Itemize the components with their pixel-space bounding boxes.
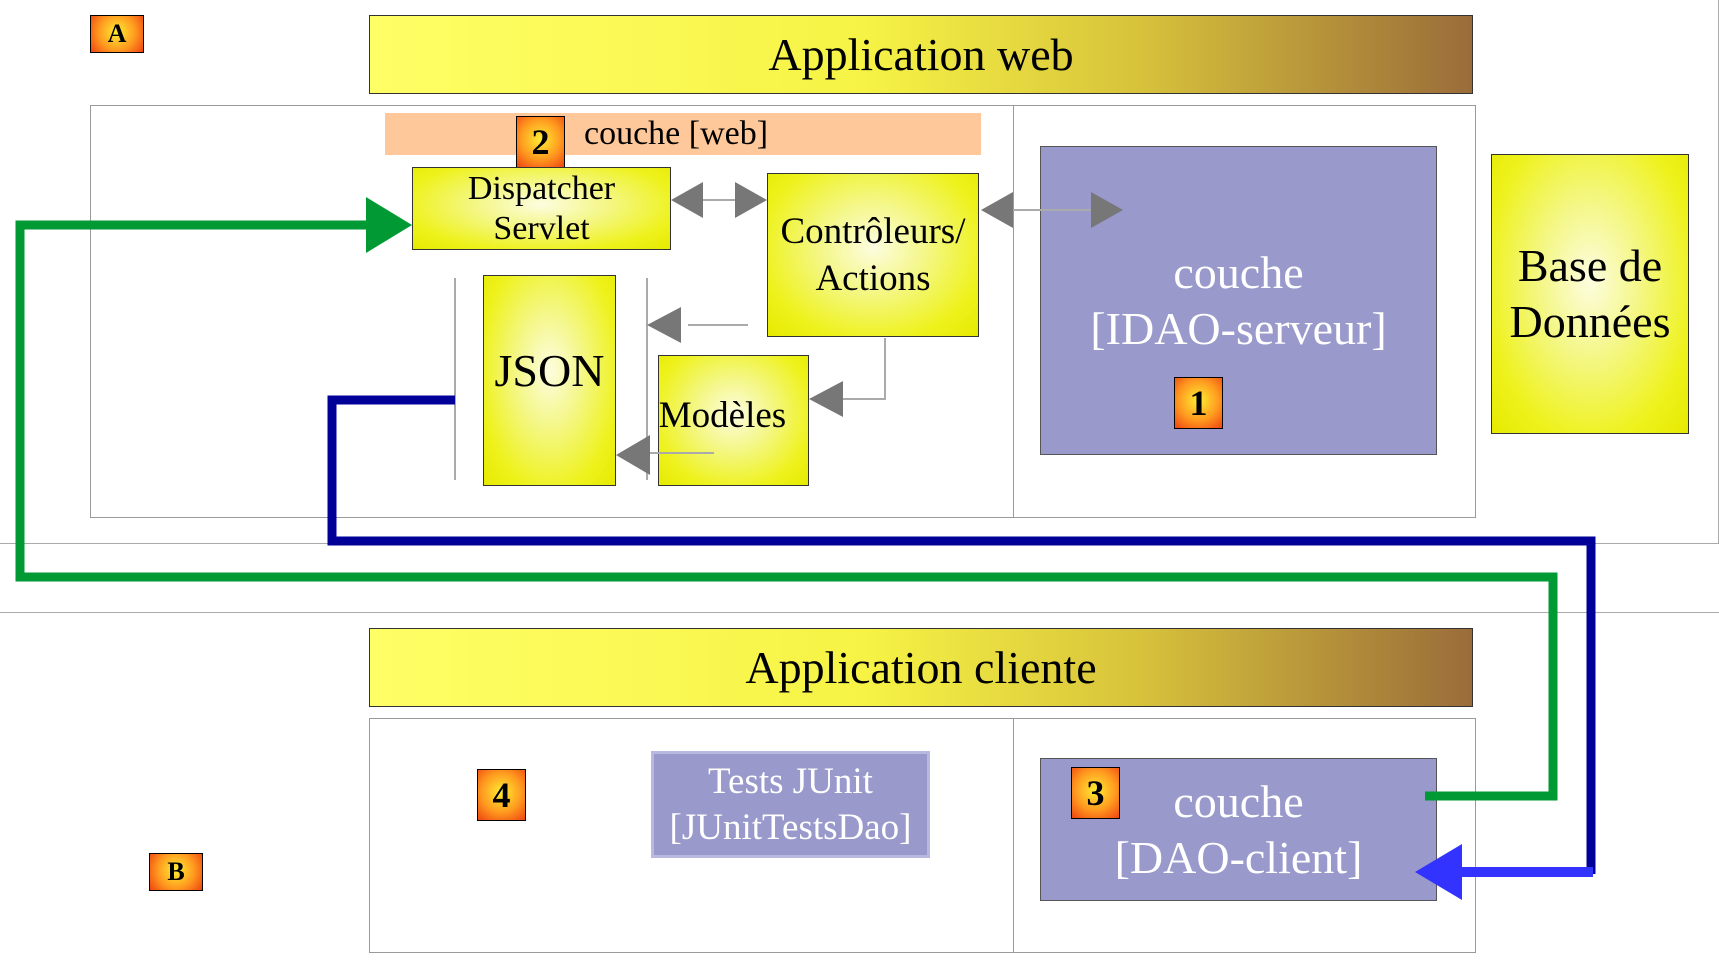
dao-server-box: couche [IDAO-serveur] <box>1040 146 1437 455</box>
client-app-banner: Application cliente <box>369 628 1473 707</box>
label-3-badge: 3 <box>1071 767 1120 819</box>
grey-connectors <box>454 199 1092 480</box>
web-app-title: Application web <box>768 29 1074 80</box>
label-b-badge: B <box>149 853 203 891</box>
dao-client-line1: couche <box>1173 775 1304 827</box>
region-bottom-border <box>0 612 1719 613</box>
web-layer-strip <box>385 113 981 155</box>
models-label: Modèles <box>658 395 787 436</box>
dispatcher-servlet-box: Dispatcher Servlet <box>412 167 671 250</box>
dao-server-line1: couche <box>1173 247 1304 298</box>
controllers-actions-box: Contrôleurs/ Actions <box>767 173 979 337</box>
dispatcher-line2: Servlet <box>493 209 590 247</box>
web-app-frame <box>90 105 1476 518</box>
arrow-to-json-left <box>647 307 681 343</box>
blue-flow-arrowhead <box>1415 844 1462 900</box>
label-1-badge: 1 <box>1174 377 1223 429</box>
label-2-badge: 2 <box>516 116 565 168</box>
controllers-line1: Contrôleurs/ <box>780 211 966 252</box>
grey-arrowheads <box>616 182 1123 475</box>
database-line1: Base de <box>1517 240 1663 291</box>
json-box: JSON <box>483 275 616 486</box>
database-line2: Données <box>1509 296 1671 347</box>
label-4-badge: 4 <box>477 769 526 821</box>
arrow-dispatcher-left <box>671 182 703 218</box>
arrow-controllers-dao-right <box>1091 192 1123 228</box>
navy-flow-line <box>327 395 1596 874</box>
dispatcher-line1: Dispatcher <box>467 169 616 207</box>
tests-junit-box: Tests JUnit [JUnitTestsDao] <box>651 751 930 858</box>
web-app-banner: Application web <box>369 15 1473 94</box>
dao-client-line2: [DAO-client] <box>1114 831 1363 883</box>
client-app-title: Application cliente <box>745 642 1097 693</box>
controllers-line2: Actions <box>815 258 931 299</box>
database-box: Base de Données <box>1491 154 1689 434</box>
models-box: Modèles <box>658 355 809 486</box>
arrow-models-to-json-left <box>616 435 650 475</box>
arrow-controllers-dao-left <box>981 192 1013 228</box>
green-flow-arrowhead <box>366 197 412 253</box>
arrow-to-models-left <box>809 381 843 417</box>
green-flow-line <box>15 220 1558 801</box>
arrow-controllers-right <box>735 182 767 218</box>
tests-line2: [JUnitTestsDao] <box>669 806 912 848</box>
web-layer-label: couche [web] <box>584 115 769 152</box>
dao-server-line2: [IDAO-serveur] <box>1090 303 1387 354</box>
label-a-badge: A <box>90 15 144 53</box>
web-app-frame-divider <box>1013 105 1014 518</box>
client-app-frame <box>369 718 1476 953</box>
json-label: JSON <box>494 345 605 396</box>
controllers-to-models-line <box>840 338 886 400</box>
tests-line1: Tests JUnit <box>708 760 873 802</box>
client-app-frame-divider <box>1013 718 1014 953</box>
